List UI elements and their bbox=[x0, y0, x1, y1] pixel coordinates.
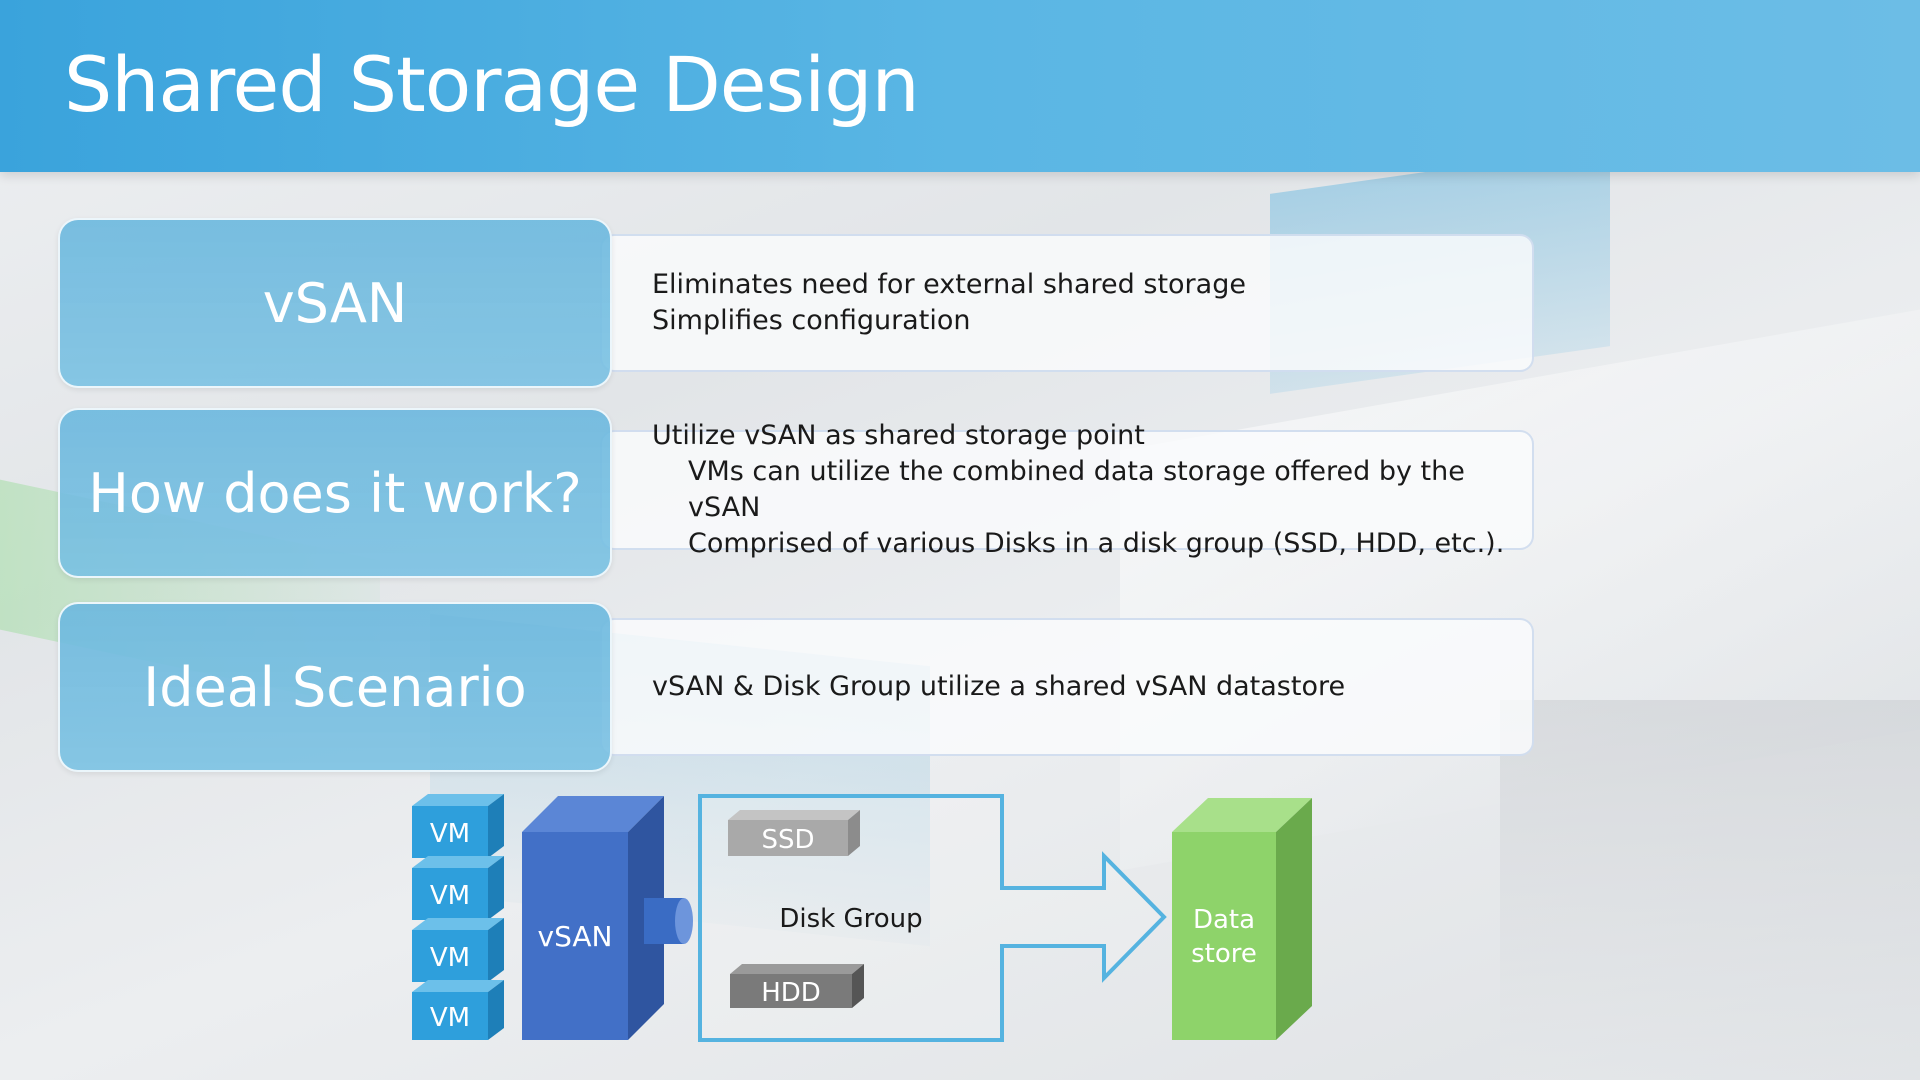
row-description-vsan: Eliminates need for external shared stor… bbox=[600, 234, 1534, 372]
datastore-label-line2: store bbox=[1191, 939, 1257, 969]
hdd-label: HDD bbox=[761, 978, 821, 1008]
row-label-how-it-works: How does it work? bbox=[58, 408, 612, 578]
description-line: Utilize vSAN as shared storage point bbox=[652, 420, 1145, 451]
row-label-vsan: vSAN bbox=[58, 218, 612, 388]
background-shape bbox=[1500, 700, 1920, 1080]
row-label-ideal-scenario: Ideal Scenario bbox=[58, 602, 612, 772]
vm-label: VM bbox=[430, 1003, 470, 1033]
description-line: Eliminates need for external shared stor… bbox=[652, 269, 1246, 300]
description-line: vSAN & Disk Group utilize a shared vSAN … bbox=[652, 671, 1346, 702]
vm-cube: VM bbox=[412, 918, 504, 982]
vm-cube: VM bbox=[412, 980, 504, 1040]
title-bar: Shared Storage Design bbox=[0, 0, 1920, 172]
vsan-label: vSAN bbox=[538, 920, 613, 953]
hdd-disk: HDD bbox=[730, 964, 864, 1008]
slide-title: Shared Storage Design bbox=[64, 40, 920, 129]
description-line: Simplifies configuration bbox=[652, 305, 971, 336]
vm-label: VM bbox=[430, 943, 470, 973]
description-subline: VMs can utilize the combined data storag… bbox=[688, 456, 1465, 523]
row-description-how-it-works: Utilize vSAN as shared storage point VMs… bbox=[600, 420, 1534, 559]
description-subline: Comprised of various Disks in a disk gro… bbox=[688, 528, 1505, 559]
row-description-ideal-scenario: vSAN & Disk Group utilize a shared vSAN … bbox=[600, 618, 1534, 756]
datastore-label-line1: Data bbox=[1193, 905, 1255, 935]
